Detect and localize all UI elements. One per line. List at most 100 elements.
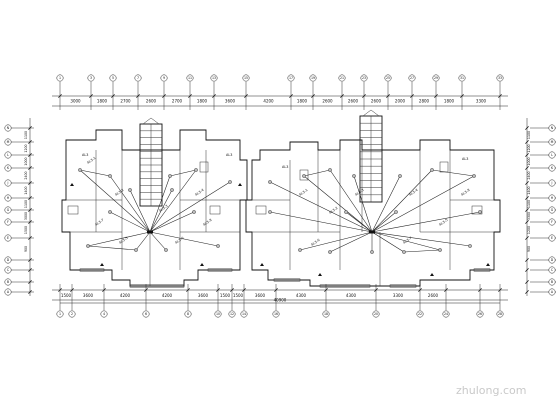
circuit-label: AL3-5 bbox=[118, 236, 128, 245]
circuit-wire bbox=[87, 231, 151, 247]
right-axis-bubble-label: J bbox=[551, 181, 553, 185]
right-dimension-text: 1100 bbox=[527, 131, 531, 139]
circuit-label: AL3-4 bbox=[408, 188, 418, 197]
left-axis-bubble bbox=[4, 164, 12, 172]
top-axis-bubble-label: 13 bbox=[212, 76, 216, 80]
circuit-wire bbox=[109, 175, 151, 233]
window-opening bbox=[389, 284, 417, 288]
light-fixture-center bbox=[87, 245, 89, 247]
top-axis-bubble bbox=[186, 74, 194, 82]
top-axis-bubble-label: 17 bbox=[289, 76, 293, 80]
bottom-axis-bubble bbox=[68, 310, 76, 318]
bottom-dimension-text: 3300 bbox=[393, 293, 404, 298]
light-fixture-center bbox=[431, 169, 433, 171]
window-opening bbox=[273, 278, 301, 282]
switch-symbol bbox=[318, 273, 322, 276]
light-fixtures bbox=[70, 168, 490, 276]
right-tick bbox=[525, 208, 529, 212]
bottom-axis-bubble bbox=[214, 310, 222, 318]
bottom-axis-bubble bbox=[272, 310, 280, 318]
top-dimension-text: 1800 bbox=[197, 99, 208, 104]
top-axis-bubble-label: 19 bbox=[311, 76, 315, 80]
circuit-label: AL3-2 bbox=[114, 188, 124, 197]
top-dimension-text: 1800 bbox=[97, 99, 108, 104]
circuit-wire bbox=[149, 231, 219, 247]
left-axis-bubble bbox=[4, 266, 12, 274]
light-fixture-center bbox=[353, 175, 355, 177]
top-axis-bubble-label: 11 bbox=[188, 76, 192, 80]
light-fixture-center bbox=[345, 211, 347, 213]
branch-wire bbox=[303, 169, 331, 177]
left-axis-bubble-label: D bbox=[7, 258, 10, 262]
right-axis-bubble bbox=[548, 266, 556, 274]
bottom-axis-bubble-label: 8 bbox=[187, 312, 189, 316]
top-axis-bubble bbox=[109, 74, 117, 82]
top-axis-bubble-label: 5 bbox=[112, 76, 114, 80]
circuit-label: AL3-4 bbox=[194, 188, 204, 197]
sanitary-fixture bbox=[471, 205, 483, 215]
top-axis-bubble bbox=[210, 74, 218, 82]
switch-symbol bbox=[100, 263, 104, 266]
bottom-axis-bubble-label: 10 bbox=[216, 312, 220, 316]
right-dimension-text: 1000 bbox=[527, 157, 531, 165]
top-axis-bubble bbox=[360, 74, 368, 82]
circuit-wire bbox=[371, 175, 401, 233]
light-fixture-center bbox=[193, 211, 195, 213]
right-tick bbox=[525, 140, 529, 144]
bottom-axis-bubble bbox=[56, 310, 64, 318]
right-axis-bubble bbox=[548, 218, 556, 226]
left-dimension-text: 1400 bbox=[24, 186, 28, 194]
circuit-label: AL3-6 bbox=[310, 238, 320, 247]
left-axis-bubble-label: K bbox=[7, 166, 10, 170]
bottom-axis-bubble-label: 16 bbox=[274, 312, 278, 316]
right-axis-bubble bbox=[548, 194, 556, 202]
circuit-label: AL3-3 bbox=[354, 188, 364, 197]
right-axis-bubble bbox=[548, 179, 556, 187]
top-axis-bubble bbox=[338, 74, 346, 82]
right-axis-bubble-label: N bbox=[551, 126, 554, 130]
right-axis-bubble-label: K bbox=[551, 166, 554, 170]
circuit-wire bbox=[269, 211, 373, 233]
bottom-dimension-text: 2600 bbox=[428, 293, 439, 298]
light-fixture-center bbox=[269, 211, 271, 213]
right-tick bbox=[525, 258, 529, 262]
right-axis-bubble-label: M bbox=[551, 140, 554, 144]
right-tick bbox=[525, 268, 529, 272]
circuit-wire bbox=[149, 175, 171, 233]
right-wing-outline bbox=[245, 139, 501, 287]
left-axis-bubble bbox=[4, 234, 12, 242]
left-axis-bubble-label: B bbox=[7, 280, 9, 284]
left-axis-bubble-label: F bbox=[7, 220, 9, 224]
right-axis-bubble-label: C bbox=[551, 268, 554, 272]
right-dimension-text: 1100 bbox=[527, 200, 531, 208]
room-tag: AL3 bbox=[82, 153, 88, 157]
bottom-axis-bubble-label: 24 bbox=[444, 312, 448, 316]
right-axis-bubble-label: F bbox=[551, 220, 553, 224]
bottom-dimension-text: 3600 bbox=[198, 293, 209, 298]
right-axis-bubble bbox=[548, 234, 556, 242]
left-axis-bubble-label: J bbox=[7, 181, 9, 185]
right-axis-bubble bbox=[548, 138, 556, 146]
left-axis-bubble-label: A bbox=[7, 290, 10, 294]
bottom-axis-bubble bbox=[228, 310, 236, 318]
left-axis-bubble-label: G bbox=[7, 208, 10, 212]
light-fixture-center bbox=[439, 249, 441, 251]
top-dimension-text: 3000 bbox=[70, 99, 81, 104]
right-tick bbox=[525, 220, 529, 224]
right-axis-bubble bbox=[548, 256, 556, 264]
left-axis-bubble bbox=[4, 278, 12, 286]
top-axis-bubble bbox=[242, 74, 250, 82]
bottom-axis-bubble-label: 2 bbox=[71, 312, 73, 316]
bottom-axis-bubble bbox=[372, 310, 380, 318]
watermark-text: zhulong.com bbox=[456, 384, 526, 397]
bottom-axis-bubble bbox=[184, 310, 192, 318]
circuit-label: AL3-8 bbox=[460, 188, 470, 197]
circuit-wire bbox=[329, 169, 373, 233]
light-fixture-center bbox=[135, 249, 137, 251]
bottom-axis-bubble-label: 1 bbox=[59, 312, 61, 316]
top-dimension-text: 2600 bbox=[348, 99, 359, 104]
window-opening bbox=[79, 268, 105, 272]
top-dimension-text: 1800 bbox=[297, 99, 308, 104]
top-axis-bubble-label: 29 bbox=[434, 76, 438, 80]
